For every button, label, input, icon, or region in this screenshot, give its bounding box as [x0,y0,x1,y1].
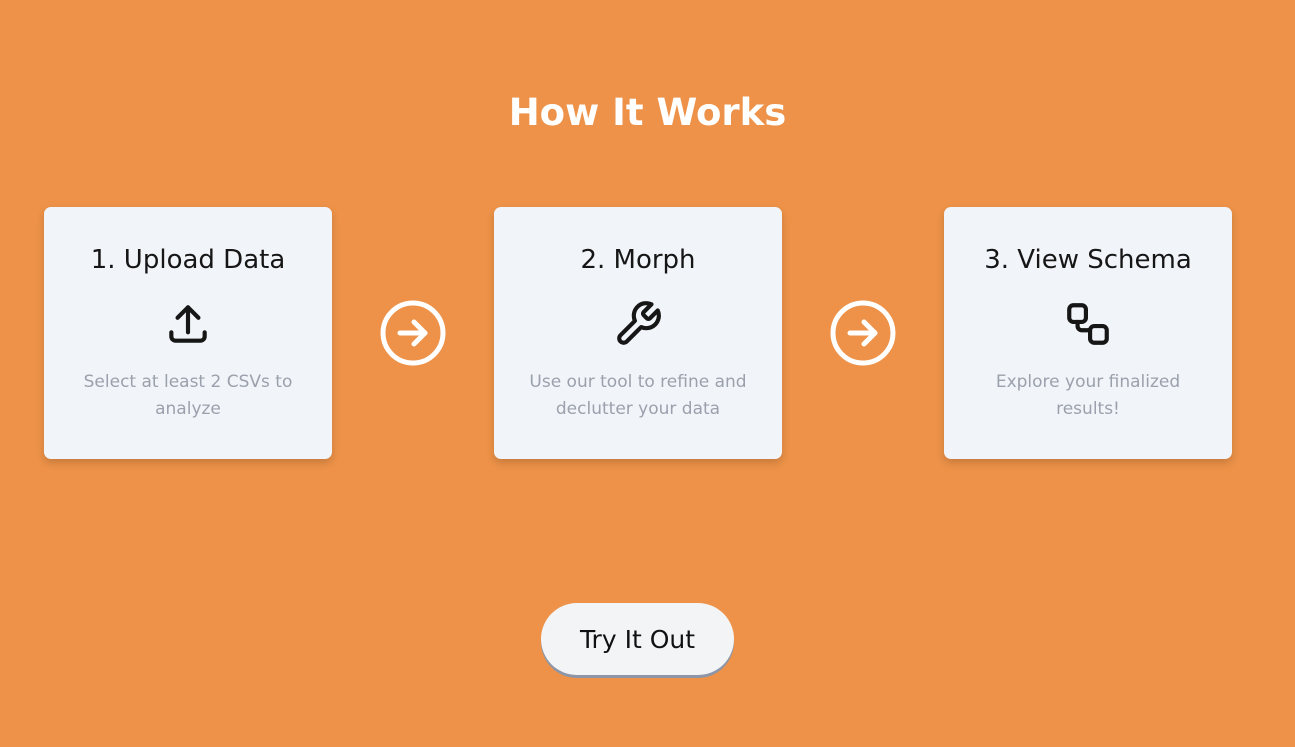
schema-icon [1063,299,1113,349]
upload-icon [163,299,213,349]
arrow-right-circle-icon [379,299,447,367]
step-card-view-schema: 3. View Schema Explore your finalized re… [944,207,1232,459]
step-card-upload-data: 1. Upload Data Select at least 2 CSVs to… [44,207,332,459]
try-it-out-button[interactable]: Try It Out [541,603,734,675]
page-title: How It Works [508,91,787,134]
step-title: 2. Morph [580,245,696,275]
arrow-right-circle-icon [829,299,897,367]
wrench-icon [613,299,663,349]
step-title: 1. Upload Data [90,245,286,275]
step-description: Use our tool to refine and declutter you… [529,372,747,419]
step-title: 3. View Schema [984,245,1192,275]
step-card-morph: 2. Morph Use our tool to refine and decl… [494,207,782,459]
step-description: Select at least 2 CSVs to analyze [83,372,293,419]
step-description: Explore your finalized results! [995,372,1181,419]
